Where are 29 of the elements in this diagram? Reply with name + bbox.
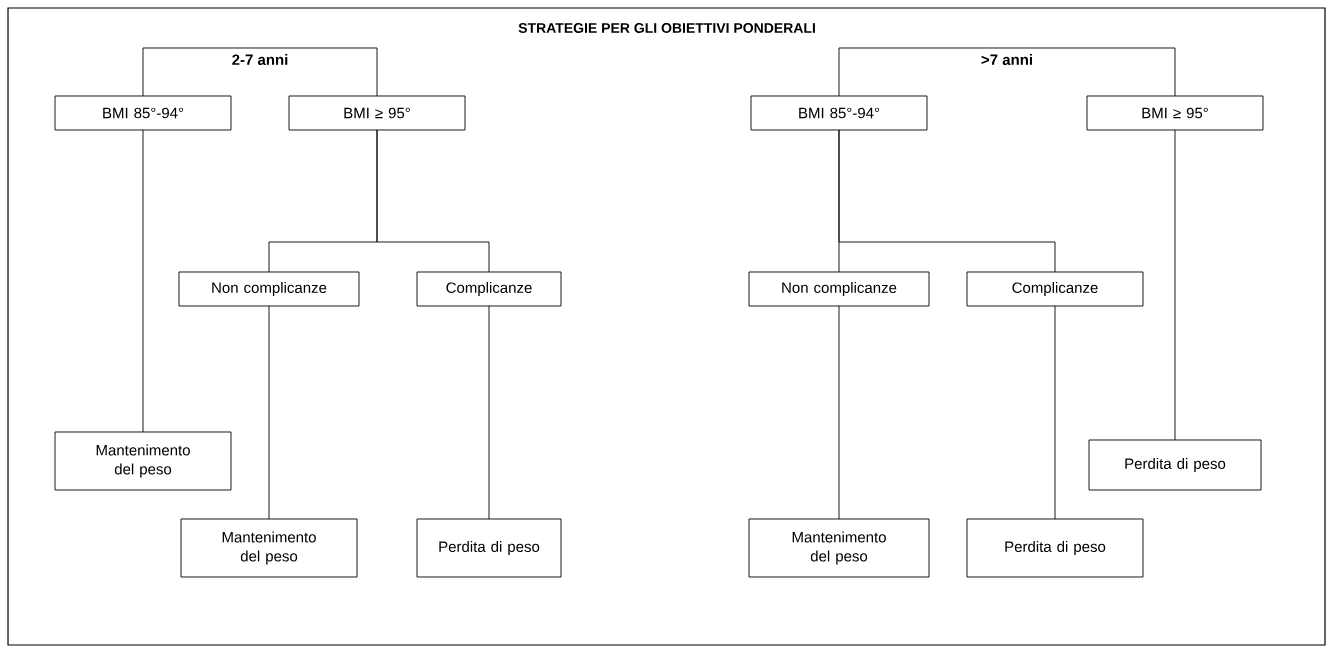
connector-line [376, 129, 490, 273]
process-box: Complicanze [416, 271, 562, 307]
process-box: BMI ≥ 95° [288, 95, 466, 131]
connector-line [142, 47, 261, 97]
process-box: Mantenimento del peso [748, 518, 930, 578]
process-box: Non complicanze [748, 271, 930, 307]
title: STRATEGIE PER GLI OBIETTIVI PONDERALI [518, 23, 815, 33]
connector-line [142, 129, 144, 433]
group-label: 2-7 anni [232, 54, 288, 65]
process-box: Perdita di peso [1088, 439, 1262, 491]
process-box: Perdita di peso [416, 518, 562, 578]
process-box: Complicanze [966, 271, 1144, 307]
connector-line [1174, 129, 1176, 441]
process-box: BMI 85°-94° [750, 95, 928, 131]
process-box: BMI 85°-94° [54, 95, 232, 131]
process-box: Mantenimento del peso [180, 518, 358, 578]
connector-line [838, 47, 1008, 97]
connector-line [838, 129, 1056, 273]
connector-line [259, 47, 378, 97]
connector-line [1054, 305, 1056, 520]
connector-line [1006, 47, 1176, 97]
connector-line [838, 305, 840, 520]
process-box: Mantenimento del peso [54, 431, 232, 491]
connector-line [268, 305, 270, 520]
process-box: BMI ≥ 95° [1086, 95, 1264, 131]
group-label: >7 anni [981, 54, 1032, 65]
process-box: Perdita di peso [966, 518, 1144, 578]
process-box: Non complicanze [178, 271, 360, 307]
connector-line [488, 305, 490, 520]
